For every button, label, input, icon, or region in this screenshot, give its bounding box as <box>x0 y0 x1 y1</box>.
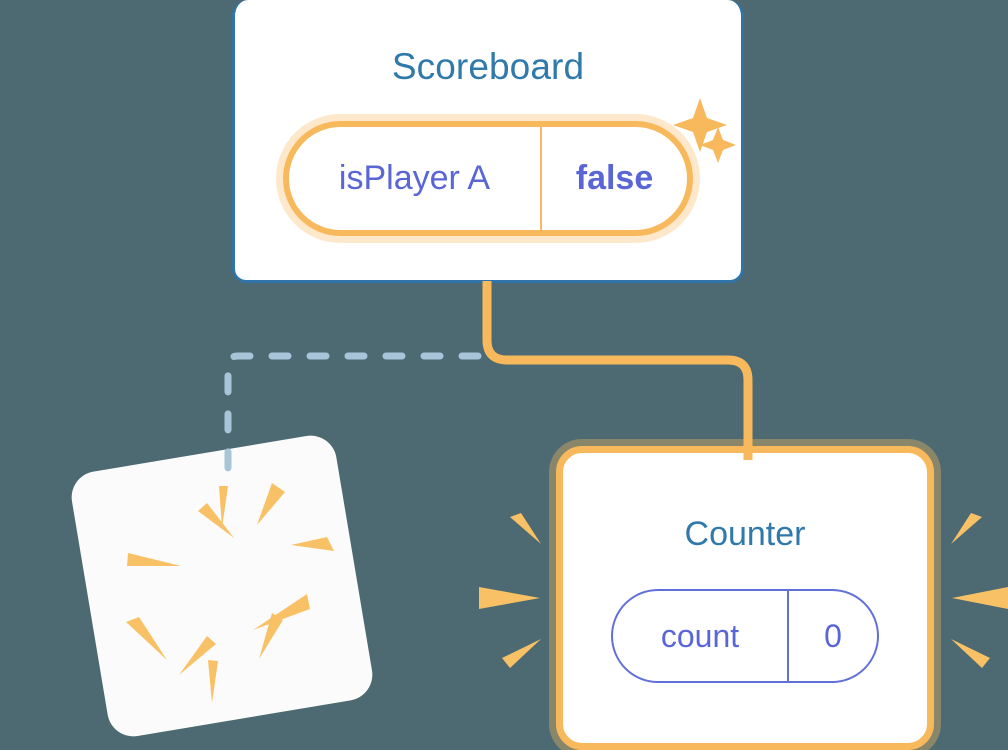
scoreboard-state-value: false <box>575 159 654 197</box>
burst-ray <box>952 587 1008 609</box>
burst-rays-counter-right <box>951 513 1008 668</box>
counter-state-pill[interactable]: count 0 <box>611 589 879 683</box>
burst-ray <box>951 639 990 668</box>
burst-ray <box>479 587 540 609</box>
counter-state-key: count <box>613 591 789 681</box>
scoreboard-state-pill[interactable]: isPlayer A false <box>283 121 693 236</box>
counter-title: Counter <box>684 515 806 553</box>
burst-ray <box>502 639 541 668</box>
burst-rays-counter-left <box>479 513 541 668</box>
scoreboard-title: Scoreboard <box>391 46 585 87</box>
scoreboard-state-key: isPlayer A <box>289 127 542 230</box>
solid-connector-scoreboard-to-counter <box>482 281 753 460</box>
counter-state-value: 0 <box>824 617 842 654</box>
burst-ray <box>951 513 982 544</box>
blank-activity-card[interactable] <box>67 431 377 741</box>
burst-ray <box>510 513 541 544</box>
